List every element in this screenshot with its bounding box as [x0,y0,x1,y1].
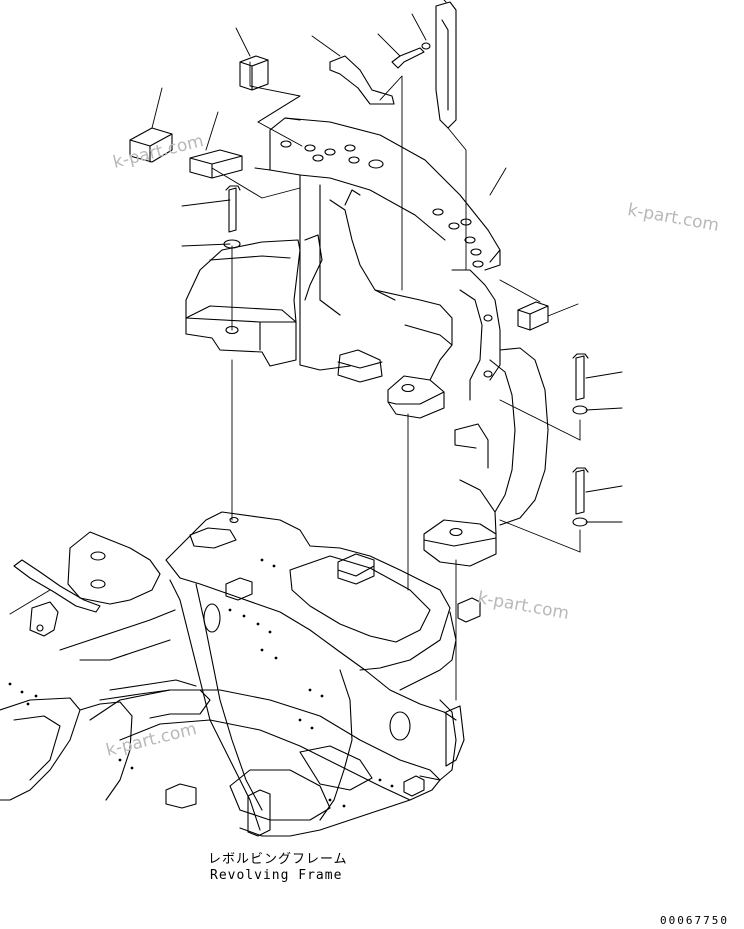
revolving-frame-lower [0,511,481,837]
drawing-number: 00067750 [660,914,729,927]
loose-parts [129,1,589,527]
caption-japanese: レボルビングフレーム [208,852,348,867]
bolt-top [391,47,425,69]
bolt-right-2 [572,467,589,515]
shim-block-2 [189,149,243,179]
shim-block-3 [239,55,269,91]
bolt-right-1 [572,353,589,401]
caption-english: Revolving Frame [210,868,343,883]
pad-right [517,301,549,331]
bracket-plate [435,1,457,129]
bent-strap [329,55,395,105]
leader-lines [9,0,623,701]
upper-bracket-assembly [185,117,549,567]
bolt-left [225,185,241,233]
